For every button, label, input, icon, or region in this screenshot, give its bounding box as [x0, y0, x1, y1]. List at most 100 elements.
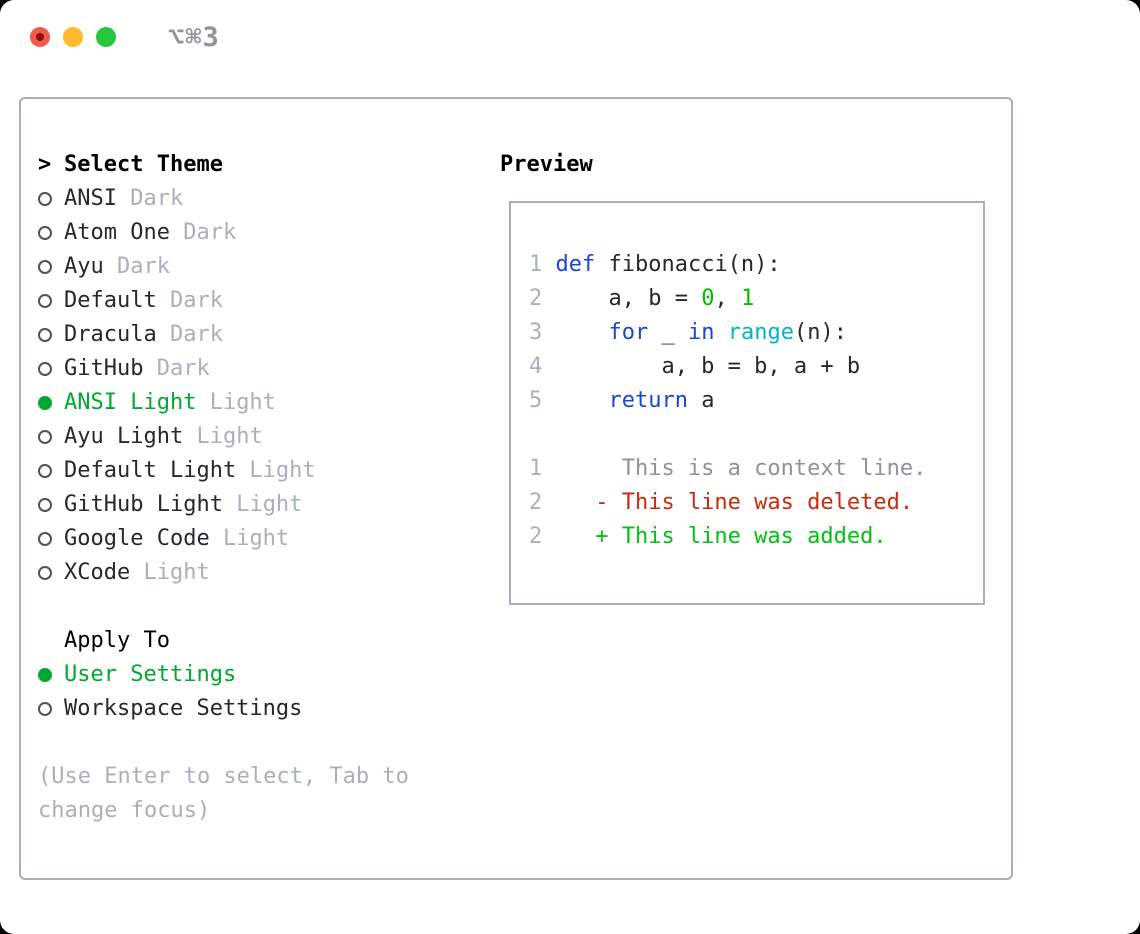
spacer [529, 418, 983, 452]
preview-diff-block: 1 This is a context line.2 - This line w… [529, 452, 983, 554]
option-variant: Dark [156, 288, 223, 313]
code-segment-builtin: range [727, 320, 794, 345]
radio-marker [38, 692, 64, 726]
option-variant: Dark [169, 220, 237, 245]
radio-marker [38, 454, 64, 488]
code-segment-plain: a, b = [555, 286, 702, 311]
list-item[interactable]: Default Dark [38, 284, 498, 318]
preview-title: Preview [500, 152, 593, 177]
radio-icon [38, 430, 52, 444]
radio-marker [38, 658, 64, 692]
list-item[interactable]: XCode Light [38, 556, 498, 590]
option-variant: Dark [116, 186, 184, 211]
code-segment-keyword: return [608, 388, 688, 413]
apply-to-indent [38, 624, 64, 658]
close-button[interactable] [30, 27, 50, 47]
list-item[interactable]: Ayu Dark [38, 250, 498, 284]
radio-icon [38, 192, 52, 206]
theme-picker-panel: > Select Theme ANSI Dark Atom One Dark A… [19, 97, 1013, 880]
option-name: Default Light [64, 458, 237, 483]
line-number: 2 [529, 286, 543, 311]
radio-marker [38, 488, 64, 522]
radio-marker [38, 556, 64, 590]
option-name: XCode [64, 560, 131, 585]
list-item[interactable]: Google Code Light [38, 522, 498, 556]
theme-list-column: > Select Theme ANSI Dark Atom One Dark A… [38, 148, 498, 828]
option-variant: Light [236, 458, 316, 483]
code-segment-plain: a, b = b, a + b [555, 354, 861, 379]
radio-icon [38, 498, 52, 512]
option-name: User Settings [64, 662, 237, 687]
code-segment-plain: fibonacci(n): [595, 252, 781, 277]
window-title-shortcut: ⌥⌘3 [168, 22, 220, 53]
diff-line: 2 + This line was added. [529, 520, 983, 554]
list-item[interactable]: GitHub Light Light [38, 488, 498, 522]
select-theme-title: Select Theme [64, 152, 223, 177]
diff-line: 2 - This line was deleted. [529, 486, 983, 520]
list-item[interactable]: GitHub Dark [38, 352, 498, 386]
radio-icon [38, 464, 52, 478]
radio-icon [38, 532, 52, 546]
code-segment-deleted: - This line was deleted. [555, 490, 914, 515]
option-variant: Dark [143, 356, 210, 381]
option-name: Default [64, 288, 157, 313]
code-segment-keyword: def [555, 252, 596, 277]
prompt-marker: > [38, 148, 64, 182]
option-name: ANSI Light [64, 390, 197, 415]
radio-marker [38, 182, 64, 216]
list-item[interactable]: ANSI Dark [38, 182, 498, 216]
list-item[interactable]: Dracula Dark [38, 318, 498, 352]
option-name: Ayu Light [64, 424, 184, 449]
code-segment-keyword: in [687, 320, 715, 345]
spacer [38, 590, 498, 624]
list-item[interactable]: Ayu Light Light [38, 420, 498, 454]
radio-icon [38, 362, 52, 376]
line-number: 2 [529, 524, 543, 549]
option-variant: Dark [156, 322, 223, 347]
radio-marker [38, 352, 64, 386]
code-segment-plain: _ [648, 320, 688, 345]
select-theme-header: > Select Theme [38, 148, 498, 182]
titlebar: ⌥⌘3 [0, 0, 1140, 75]
radio-icon [38, 226, 52, 240]
list-item[interactable]: ANSI Light Light [38, 386, 498, 420]
list-item[interactable]: Atom One Dark [38, 216, 498, 250]
code-segment-context: This is a context line. [555, 456, 927, 481]
zoom-button[interactable] [96, 27, 116, 47]
diff-line: 1 This is a context line. [529, 452, 983, 486]
code-segment-plain: a [687, 388, 715, 413]
option-variant: Dark [103, 254, 170, 279]
apply-to-header: Apply To [38, 624, 498, 658]
option-name: Workspace Settings [64, 696, 303, 721]
list-item[interactable]: Workspace Settings [38, 692, 498, 726]
option-variant: Light [209, 526, 290, 551]
code-segment-plain: (n): [793, 320, 847, 345]
code-line: 2 a, b = 0, 1 [529, 282, 983, 316]
code-line: 4 a, b = b, a + b [529, 350, 983, 384]
radio-icon [38, 294, 52, 308]
list-item[interactable]: Default Light Light [38, 454, 498, 488]
minimize-button[interactable] [63, 27, 83, 47]
radio-marker [38, 420, 64, 454]
radio-marker [38, 250, 64, 284]
option-name: GitHub Light [64, 492, 223, 517]
line-number: 1 [529, 456, 543, 481]
radio-icon [38, 668, 52, 682]
option-name: Ayu [64, 254, 104, 279]
line-number: 4 [529, 354, 543, 379]
radio-marker [38, 522, 64, 556]
radio-icon [38, 260, 52, 274]
option-name: ANSI [64, 186, 117, 211]
code-segment-added: + This line was added. [555, 524, 887, 549]
option-variant: Light [222, 492, 303, 517]
radio-icon [38, 566, 52, 580]
option-variant: Light [196, 390, 276, 415]
list-item[interactable]: User Settings [38, 658, 498, 692]
code-line: 5 return a [529, 384, 983, 418]
radio-icon [38, 328, 52, 342]
radio-marker [38, 318, 64, 352]
line-number: 5 [529, 388, 543, 413]
radio-icon [38, 396, 52, 410]
